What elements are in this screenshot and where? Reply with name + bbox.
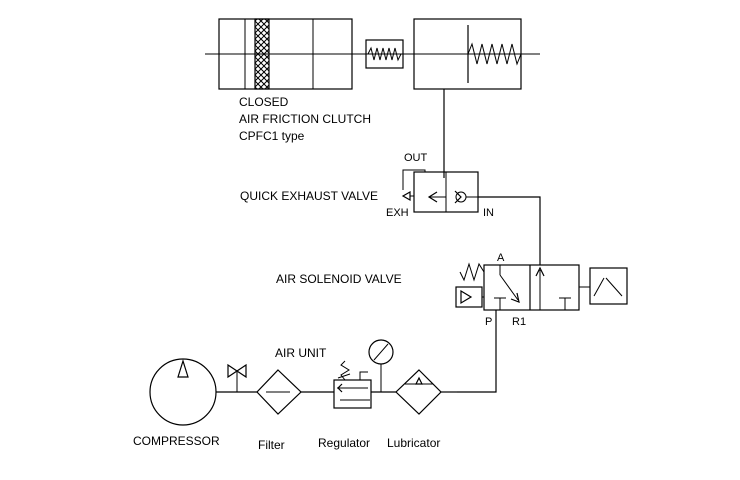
air-unit: AIR UNIT COMPRESSOR Filter Regulator xyxy=(133,339,457,452)
clutch-label-line3: CPFC1 type xyxy=(239,129,305,143)
air-unit-label: AIR UNIT xyxy=(275,346,327,360)
solenoid-label: AIR SOLENOID VALVE xyxy=(276,272,402,286)
qev-label: QUICK EXHAUST VALVE xyxy=(240,189,378,203)
solenoid-supply-line xyxy=(457,310,497,393)
solenoid-coil xyxy=(589,267,628,305)
air-solenoid-valve: AIR SOLENOID VALVE A P R1 xyxy=(276,252,628,328)
solenoid-port-r1: R1 xyxy=(512,316,526,328)
solenoid-pilot-box xyxy=(455,286,483,308)
compressor-symbol xyxy=(149,358,217,426)
qev-port-out: OUT xyxy=(404,152,428,164)
qev-port-in: IN xyxy=(483,207,494,219)
solenoid-port-p: P xyxy=(485,316,492,328)
solenoid-port-a: A xyxy=(497,252,505,264)
solenoid-return-spring xyxy=(459,262,485,282)
regulator-label: Regulator xyxy=(318,436,370,450)
qev-port-exh: EXH xyxy=(386,207,409,219)
qev-to-solenoid-line xyxy=(478,196,541,265)
clutch-label-line2: AIR FRICTION CLUTCH xyxy=(239,112,371,126)
compressor-label: COMPRESSOR xyxy=(133,434,220,448)
filter-label: Filter xyxy=(258,438,285,452)
clutch-label-line1: CLOSED xyxy=(239,95,289,109)
air-friction-clutch: CLOSED AIR FRICTION CLUTCH CPFC1 type xyxy=(205,18,540,143)
lubricator-symbol xyxy=(395,369,442,415)
filter-symbol xyxy=(256,369,302,415)
lubricator-label: Lubricator xyxy=(387,436,440,450)
quick-exhaust-valve: QUICK EXHAUST VALVE OUT EXH IN xyxy=(240,152,494,219)
regulator-symbol xyxy=(333,379,372,409)
